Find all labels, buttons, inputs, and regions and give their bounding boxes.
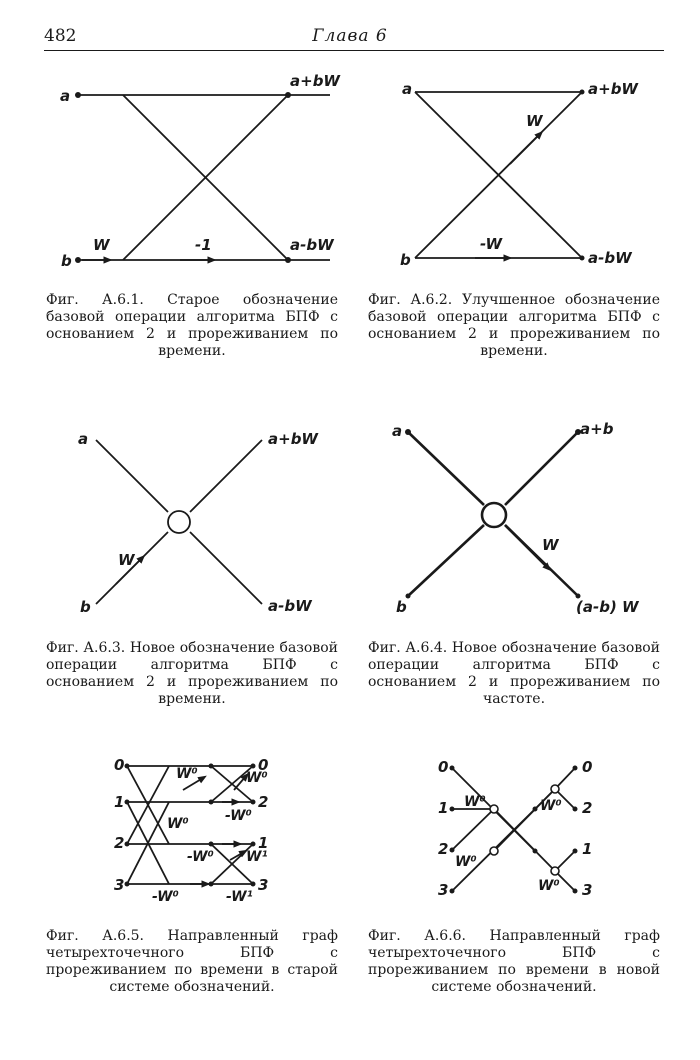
figure-a-6-1: a b W -1 a+bW a-bW: [0, 60, 350, 280]
caption-a-6-6: Фиг. А.6.6. Направленный граф четырехточ…: [368, 928, 660, 995]
svg-text:W⁰: W⁰: [538, 878, 560, 894]
svg-text:W: W: [542, 536, 560, 554]
output-bottom-label: a-bW: [290, 236, 335, 254]
caption-a-6-2: Фиг. А.6.2. Улучшенное обозначение базов…: [368, 292, 660, 359]
svg-text:W⁰: W⁰: [455, 854, 477, 870]
svg-text:0: 0: [582, 758, 592, 776]
svg-text:-W⁰: -W⁰: [152, 889, 179, 905]
svg-text:1: 1: [582, 840, 592, 858]
caption-a-6-1: Фиг. А.6.1. Старое обозначение базовой о…: [46, 292, 338, 359]
svg-text:W⁰: W⁰: [464, 794, 486, 810]
svg-text:W⁰: W⁰: [176, 766, 198, 782]
svg-text:W: W: [118, 551, 136, 569]
svg-text:0: 0: [114, 756, 124, 774]
svg-text:-W: -W: [480, 235, 504, 253]
svg-text:3: 3: [114, 876, 124, 894]
svg-text:(a-b) W: (a-b) W: [576, 598, 640, 616]
svg-text:W¹: W¹: [246, 849, 268, 865]
svg-text:a-bW: a-bW: [268, 597, 313, 615]
svg-text:1: 1: [114, 793, 124, 811]
svg-text:2: 2: [114, 834, 124, 852]
minus-one-label: -1: [195, 236, 212, 254]
svg-text:-W⁰: -W⁰: [225, 808, 252, 824]
caption-a-6-3: Фиг. А.6.3. Новое обозначение базовой оп…: [46, 640, 338, 707]
figure-a-6-3: a b W a+bW a-bW: [0, 410, 350, 620]
caption-a-6-5: Фиг. А.6.5. Направленный граф четырехточ…: [46, 928, 338, 995]
svg-text:b: b: [396, 598, 407, 616]
svg-text:2: 2: [438, 840, 448, 858]
output-top-label: a+bW: [290, 72, 341, 90]
svg-text:3: 3: [582, 881, 592, 899]
svg-text:b: b: [80, 598, 91, 616]
cross-branch-up: [122, 94, 289, 261]
svg-text:3: 3: [258, 876, 268, 894]
svg-text:2: 2: [258, 793, 268, 811]
svg-text:-W¹: -W¹: [226, 889, 253, 905]
svg-text:W⁰: W⁰: [167, 816, 189, 832]
running-head: Глава 6: [312, 26, 388, 46]
svg-text:W⁰: W⁰: [246, 770, 268, 786]
svg-text:1: 1: [438, 799, 448, 817]
figure-a-6-5: 0 1 2 3 0 2 1 3 W⁰ W⁰ -W⁰ W⁰ -W⁰ -W⁰ W¹ …: [0, 750, 350, 910]
svg-text:a+b: a+b: [580, 420, 614, 438]
caption-a-6-4: Фиг. А.6.4. Новое обозначение базовой оп…: [368, 640, 660, 707]
svg-text:W⁰: W⁰: [540, 798, 562, 814]
svg-text:a+bW: a+bW: [588, 80, 639, 98]
svg-text:3: 3: [438, 881, 448, 899]
svg-text:0: 0: [438, 758, 448, 776]
input-b-label: b: [61, 252, 72, 270]
svg-text:b: b: [400, 251, 411, 269]
header-rule: [44, 50, 664, 51]
figure-a-6-4: a b W a+b (a-b) W: [350, 410, 700, 620]
svg-text:2: 2: [582, 799, 592, 817]
svg-text:W: W: [526, 112, 544, 130]
svg-text:a: a: [78, 430, 88, 448]
svg-text:a-bW: a-bW: [588, 249, 633, 267]
svg-text:-W⁰: -W⁰: [187, 849, 214, 865]
svg-text:1: 1: [258, 834, 268, 852]
w-label: W: [93, 236, 111, 254]
input-a-label: a: [60, 87, 70, 105]
figure-a-6-6: 0 1 2 3 0 2 1 3 W⁰ W⁰ W⁰ W⁰: [350, 750, 700, 910]
page-number: 482: [44, 26, 77, 46]
figure-a-6-2: a b W -W a+bW a-bW: [350, 60, 700, 280]
svg-text:a: a: [392, 422, 402, 440]
svg-text:0: 0: [258, 756, 268, 774]
svg-text:a+bW: a+bW: [268, 430, 319, 448]
svg-text:a: a: [402, 80, 412, 98]
